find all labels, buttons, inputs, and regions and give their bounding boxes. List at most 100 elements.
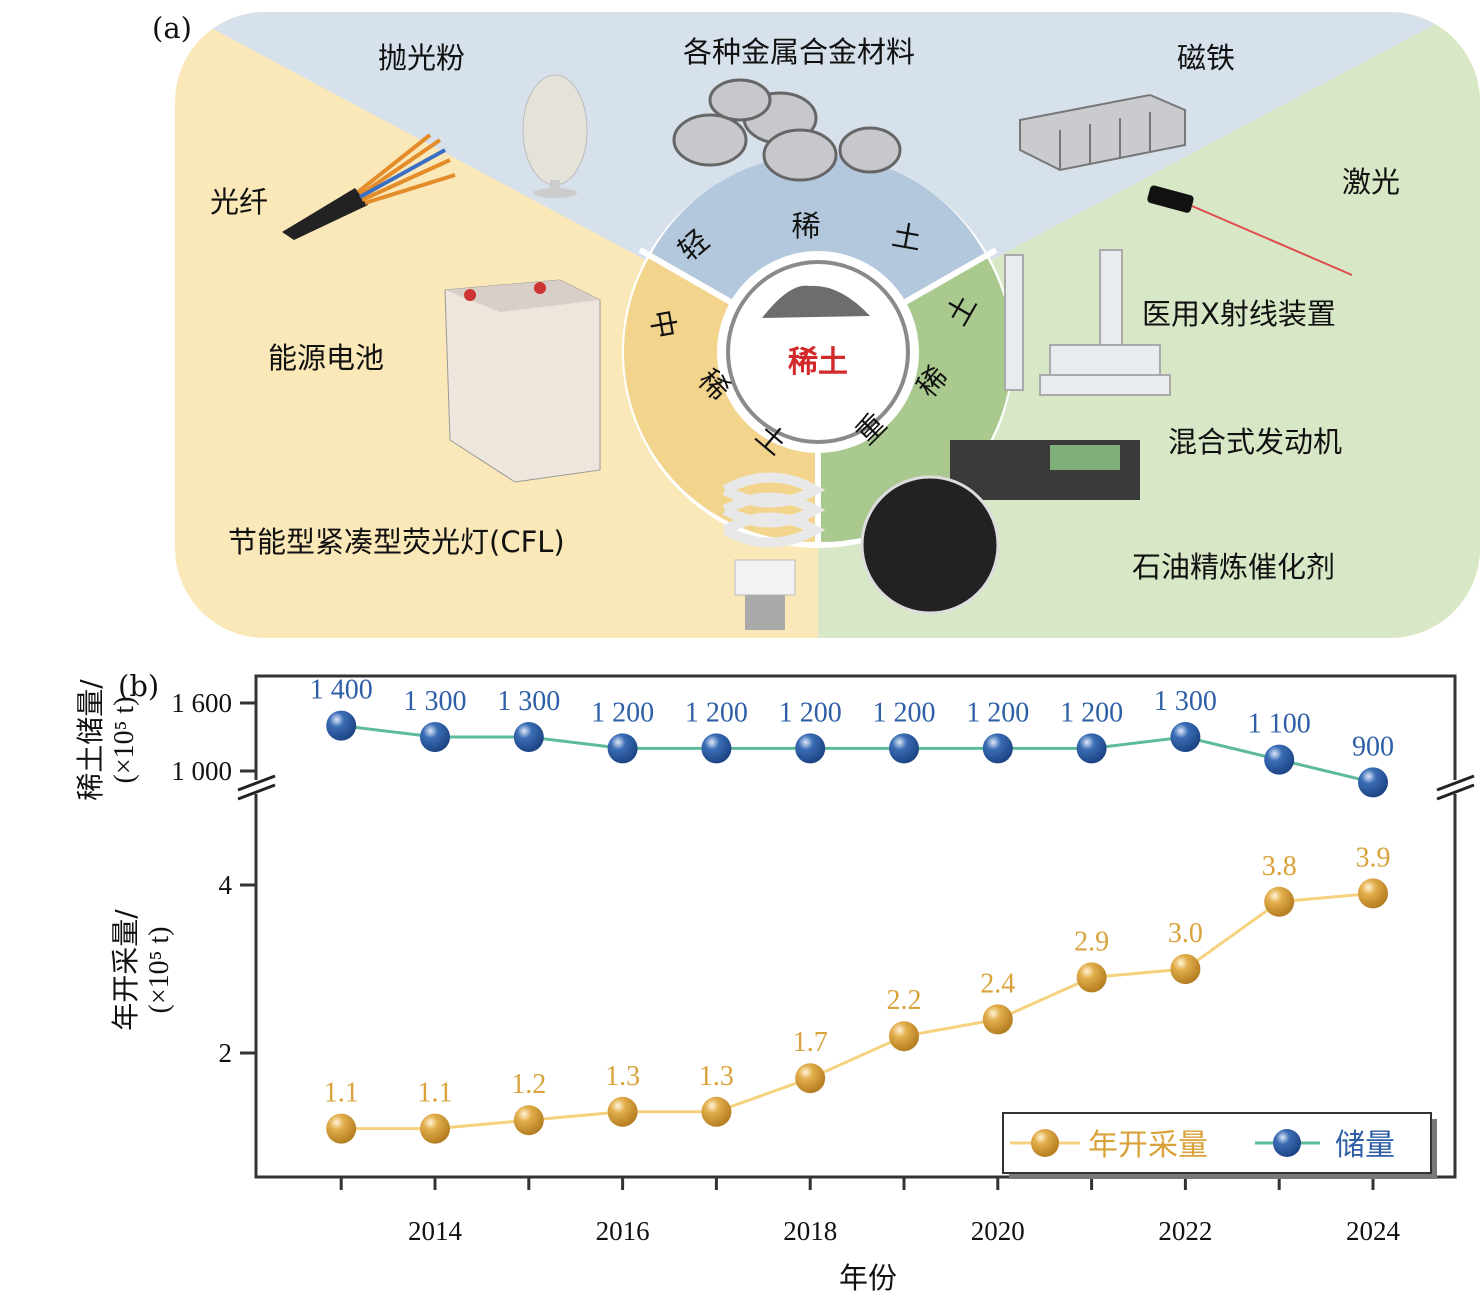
- label-xray: 医用X射线装置: [1142, 297, 1336, 331]
- mining-data-label: 3.8: [1262, 851, 1297, 882]
- reserve-point: [326, 710, 357, 741]
- mining-data-label: 1.1: [418, 1078, 453, 1109]
- y-tick-label: 4: [219, 870, 233, 900]
- axis-break-gap: [252, 780, 1459, 794]
- axis-break-icon: [237, 774, 1475, 801]
- reserve-point: [1264, 744, 1295, 775]
- reserve-data-label: 1 200: [591, 697, 654, 728]
- x-tick-label: 2016: [596, 1216, 650, 1246]
- ring-medium-char: 中: [644, 307, 683, 341]
- mining-data-label: 1.1: [324, 1078, 359, 1109]
- magnet-blocks-icon: [1019, 93, 1186, 172]
- reserve-point: [795, 733, 826, 764]
- reserve-point: [513, 722, 544, 752]
- laser-icon: [1147, 185, 1353, 276]
- mining-point: [701, 1096, 732, 1127]
- reserve-data-label: 1 300: [497, 686, 560, 717]
- catalyst-icon: [860, 475, 1000, 615]
- ring-diagram: 稀土 轻 稀 土 中 稀 土 重 稀 土: [622, 154, 1014, 548]
- reserve-point: [1076, 733, 1107, 764]
- reserve-data-label: 1 200: [1060, 697, 1123, 728]
- x-tick-label: 2020: [971, 1216, 1025, 1246]
- engine-icon: [950, 440, 1140, 500]
- legend-mining-label: 年开采量: [1088, 1128, 1208, 1163]
- reserve-data-label: 1 400: [310, 675, 373, 706]
- label-hybrid-engine: 混合式发动机: [1168, 425, 1342, 459]
- mining-data-label: 1.3: [605, 1061, 640, 1092]
- center-label: 稀土: [788, 345, 848, 380]
- y-tick-label: 1 600: [171, 688, 232, 718]
- label-alloys: 各种金属合金材料: [683, 35, 915, 69]
- line-chart: 稀土储量/ (×10⁵ t) 年开采量/ (×10⁵ t) 年份 1 000 1 …: [74, 674, 1475, 1295]
- mining-point: [513, 1105, 544, 1136]
- y-axis-title-reserve: 稀土储量/: [74, 679, 107, 801]
- ring-light-char: 稀: [791, 209, 820, 243]
- label-catalyst: 石油精炼催化剂: [1132, 550, 1335, 584]
- y-axis-unit-mining: (×10⁵ t): [144, 927, 175, 1014]
- y-tick-label: 2: [219, 1038, 233, 1068]
- x-tick-label: 2024: [1346, 1216, 1401, 1246]
- x-tick-label: 2014: [408, 1216, 463, 1246]
- mining-data-label: 3.9: [1356, 842, 1391, 873]
- reserve-data-label: 900: [1352, 731, 1394, 762]
- reserve-data-label: 1 200: [685, 697, 748, 728]
- reserve-data-label: 1 200: [873, 697, 936, 728]
- mining-point: [1170, 954, 1201, 984]
- reserve-point: [420, 722, 450, 752]
- fiber-cable-icon: [282, 133, 456, 240]
- legend-reserve-marker-icon: [1273, 1129, 1301, 1157]
- label-cfl: 节能型紧凑型荧光灯(CFL): [228, 525, 565, 559]
- reserve-data-label: 1 100: [1248, 709, 1311, 740]
- reserve-data-label: 1 200: [966, 697, 1029, 728]
- reserve-line: [341, 724, 1374, 784]
- label-magnet: 磁铁: [1177, 41, 1235, 75]
- application-images: [282, 74, 1353, 630]
- ring-light-char: 土: [889, 218, 923, 257]
- label-battery: 能源电池: [268, 341, 384, 375]
- legend-mining-marker-icon: [1031, 1129, 1059, 1157]
- reserve-point: [982, 733, 1013, 764]
- mining-data-label: 3.0: [1168, 918, 1203, 949]
- mining-point: [326, 1113, 357, 1144]
- reserve-data-label: 1 300: [404, 686, 467, 717]
- mining-point: [420, 1113, 450, 1144]
- rare-earth-powder-icon: [762, 285, 870, 318]
- x-tick-label: 2022: [1158, 1216, 1212, 1246]
- reserve-point: [607, 733, 638, 764]
- xray-machine-icon: [1004, 249, 1171, 396]
- label-laser: 激光: [1342, 165, 1400, 199]
- reserve-data-label: 1 200: [779, 697, 842, 728]
- label-fiber: 光纤: [210, 185, 268, 219]
- metal-rings-icon: [672, 78, 902, 182]
- reserve-point: [1358, 767, 1388, 798]
- reserve-point: [701, 733, 732, 764]
- legend: 年开采量 储量: [1002, 1112, 1437, 1179]
- cfl-bulb-icon: [722, 472, 826, 630]
- mining-data-label: 2.4: [980, 968, 1015, 999]
- mining-point: [1358, 878, 1388, 909]
- y-axis-unit-reserve: (×10⁵ t): [109, 697, 140, 784]
- mining-data-label: 2.2: [887, 985, 922, 1016]
- label-polishing-powder: 抛光粉: [378, 41, 465, 75]
- mining-point: [607, 1096, 638, 1127]
- panel-b-label: (b): [118, 669, 159, 703]
- plot-frame: [254, 674, 1457, 1179]
- y-tick-label: 1 000: [171, 756, 232, 786]
- mining-data-label: 1.7: [793, 1027, 828, 1058]
- mining-line: [341, 891, 1374, 1131]
- mining-point: [1264, 886, 1295, 917]
- x-axis-title: 年份: [839, 1261, 897, 1295]
- mining-point: [1076, 962, 1107, 993]
- legend-reserve-label: 储量: [1335, 1128, 1395, 1163]
- battery-icon: [444, 279, 601, 483]
- powder-flask-icon: [522, 74, 588, 198]
- panel-a-label: (a): [152, 11, 192, 45]
- y-axis-title-mining: 年开采量/: [109, 909, 142, 1031]
- mining-point: [889, 1021, 919, 1052]
- mining-data-label: 1.2: [511, 1069, 546, 1100]
- reserve-point: [889, 733, 919, 764]
- mining-point: [982, 1004, 1013, 1035]
- application-labels: 抛光粉 各种金属合金材料 磁铁 光纤 激光 能源电池 医用X射线装置 混合式发动…: [210, 35, 1400, 584]
- x-tick-label: 2018: [783, 1216, 837, 1246]
